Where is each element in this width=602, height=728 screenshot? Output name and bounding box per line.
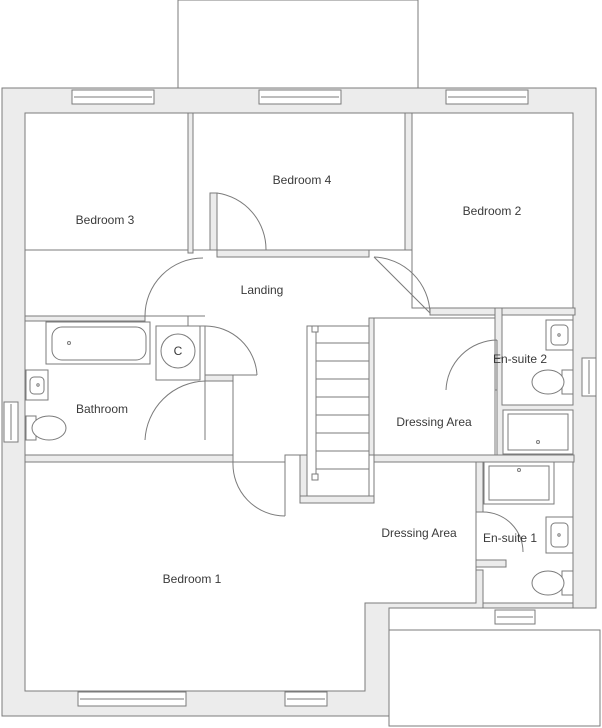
door-bedroom-3 <box>144 257 205 317</box>
wall-dressing-left <box>368 317 375 456</box>
door-cupboard <box>204 325 258 376</box>
basin-ensuite-2 <box>545 319 574 351</box>
wall-b3-bottom <box>24 315 146 322</box>
label-ensuite-1: En-suite 1 <box>483 531 537 545</box>
bathtub-bathroom <box>45 321 151 365</box>
door-ensuite-1 <box>482 511 524 553</box>
label-bedroom-3: Bedroom 3 <box>76 213 135 227</box>
wall-bath-bottom <box>24 454 234 463</box>
wall-b4-b2 <box>404 112 413 251</box>
wall-b3-b4 <box>187 112 194 254</box>
bottom-right-projection <box>388 629 601 727</box>
door-bedroom-1 <box>232 461 286 517</box>
window-bedroom-1-right <box>284 691 328 707</box>
wall-dressing-bottom <box>373 454 575 463</box>
wall-ensuite2-left <box>494 307 503 359</box>
label-landing: Landing <box>241 283 284 297</box>
room-dressing-area-upper <box>373 317 496 456</box>
door-bedroom-2 <box>373 256 431 314</box>
toilet-ensuite-1 <box>531 570 574 596</box>
label-dressing-area-upper: Dressing Area <box>396 415 472 429</box>
door-ensuite-2 <box>445 339 498 391</box>
window-ensuite-1 <box>494 609 536 625</box>
toilet-bathroom <box>25 415 67 441</box>
door-bathroom <box>144 380 206 441</box>
wall-stair-bottom <box>299 495 375 504</box>
top-projection <box>177 0 419 89</box>
cupboard: C <box>155 325 201 381</box>
basin-bathroom <box>25 369 49 401</box>
window-ensuite-2 <box>581 357 597 397</box>
label-bathroom: Bathroom <box>76 402 128 416</box>
staircase <box>306 325 370 497</box>
shower-ensuite-2 <box>502 409 574 455</box>
basin-ensuite-1 <box>545 516 574 554</box>
wall-ensuite1-bottom <box>482 602 574 609</box>
wall-b4-bottom <box>216 249 370 258</box>
shower-ensuite-1 <box>483 461 555 505</box>
label-bedroom-1: Bedroom 1 <box>163 572 222 586</box>
window-bedroom-4 <box>258 89 342 105</box>
window-bathroom <box>3 401 19 443</box>
window-bedroom-1-left <box>77 691 187 707</box>
cupboard-label: C <box>174 344 183 358</box>
label-bedroom-4: Bedroom 4 <box>273 173 332 187</box>
label-ensuite-2: En-suite 2 <box>493 352 547 366</box>
label-bedroom-2: Bedroom 2 <box>463 204 522 218</box>
door-bedroom-4 <box>216 192 267 251</box>
label-dressing-area-lower: Dressing Area <box>381 526 457 540</box>
wall-bath-right <box>204 374 234 382</box>
window-bedroom-2 <box>445 89 529 105</box>
window-bedroom-3 <box>71 89 155 105</box>
toilet-ensuite-2 <box>531 369 574 395</box>
wall-ensuite1-left <box>475 461 484 513</box>
wall-ensuite1-mid <box>475 559 507 568</box>
